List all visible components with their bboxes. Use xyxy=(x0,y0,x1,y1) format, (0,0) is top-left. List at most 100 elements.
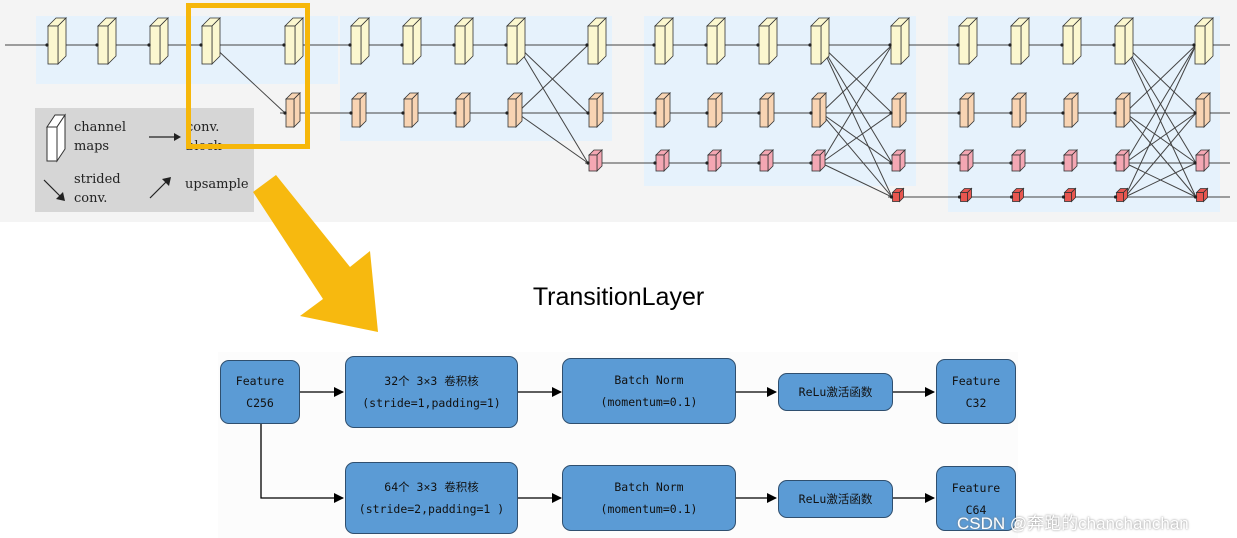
s4-r0-0 xyxy=(956,17,978,65)
s2-r0-3 xyxy=(504,17,526,65)
conv-32-node: 32个 3×3 卷积核 (stride=1,padding=1) xyxy=(345,356,518,428)
f4-r3 xyxy=(1193,187,1209,203)
s2-r1-2 xyxy=(453,92,471,128)
output2-feature-label: Feature xyxy=(951,480,1001,495)
s4-r1-0 xyxy=(957,92,975,128)
legend-channel-maps-line1: channel xyxy=(74,120,126,135)
output1-feature-label: Feature xyxy=(951,373,1001,388)
s4-r3-0 xyxy=(957,187,973,203)
legend-upsample-label: upsample xyxy=(185,177,249,192)
s4-r1-2 xyxy=(1061,92,1079,128)
s4-r1-3 xyxy=(1113,92,1131,128)
batch-norm-1-title: Batch Norm xyxy=(614,373,684,387)
channel-maps-legend-icon xyxy=(46,113,66,163)
s4-r1-1 xyxy=(1009,92,1027,128)
batch-norm-1-params: (momentum=0.1) xyxy=(600,395,698,409)
f3-r1 xyxy=(889,92,907,128)
upsample-arrow-icon xyxy=(149,177,171,199)
s4-r2-0 xyxy=(957,149,974,172)
input-channels-label: C256 xyxy=(246,396,274,410)
s3-r2-3 xyxy=(809,149,826,172)
transition-layer-highlight xyxy=(186,3,310,149)
relu-1-label: ReLu激活函数 xyxy=(798,385,873,399)
conv-64-title: 64个 3×3 卷积核 xyxy=(384,480,479,494)
conv-32-params: (stride=1,padding=1) xyxy=(362,396,501,410)
feature-c64-output-node: Feature C64 xyxy=(936,466,1016,531)
s1-block-0 xyxy=(45,17,67,65)
conv-32-title: 32个 3×3 卷积核 xyxy=(384,374,479,388)
relu-2-label: ReLu激活函数 xyxy=(798,492,873,506)
input-feature-label: Feature xyxy=(235,374,285,388)
batch-norm-2-title: Batch Norm xyxy=(614,480,684,494)
s3-r1-2 xyxy=(757,92,775,128)
f4-r0 xyxy=(1192,17,1214,65)
s3-r2-0 xyxy=(653,149,670,172)
s3-r2-1 xyxy=(705,149,722,172)
s4-r2-1 xyxy=(1009,149,1026,172)
s4-r3-3 xyxy=(1113,187,1129,203)
stage-3-background xyxy=(644,16,916,186)
conv-64-node: 64个 3×3 卷积核 (stride=2,padding=1 ) xyxy=(345,462,518,534)
t1-block xyxy=(283,92,301,128)
f3-r3 xyxy=(889,187,905,203)
s2-r0-2 xyxy=(452,17,474,65)
stage-4-background xyxy=(948,16,1220,212)
legend-channel-maps-line2: maps xyxy=(74,139,110,154)
big-down-arrow-icon xyxy=(253,175,378,332)
s4-r0-2 xyxy=(1060,17,1082,65)
arrow-input-to-conv2 xyxy=(260,424,344,503)
s4-r0-3 xyxy=(1112,17,1134,65)
s3-r1-1 xyxy=(705,92,723,128)
f2-r2 xyxy=(586,149,603,172)
conv-64-params: (stride=2,padding=1 ) xyxy=(358,502,505,516)
s2-r0-0 xyxy=(348,17,370,65)
s3-r0-0 xyxy=(652,17,674,65)
s4-r0-1 xyxy=(1008,17,1030,65)
legend-strided-conv-line1: strided xyxy=(74,172,121,187)
legend-conv-block-line1: conv. xyxy=(186,120,220,135)
batch-norm-1-node: Batch Norm (momentum=0.1) xyxy=(562,358,736,424)
s2-r1-1 xyxy=(401,92,419,128)
legend-channel-maps-label: channel maps xyxy=(74,118,126,156)
diagram-title: TransitionLayer xyxy=(532,283,705,311)
f4-r2 xyxy=(1193,149,1210,172)
s4-r3-2 xyxy=(1061,187,1077,203)
f2-r0 xyxy=(585,17,607,65)
s3-r1-0 xyxy=(653,92,671,128)
output2-channels-label: C64 xyxy=(965,502,987,517)
relu-1-node: ReLu激活函数 xyxy=(778,373,893,411)
strided-conv-arrow-icon xyxy=(43,179,65,201)
f4-r1 xyxy=(1193,92,1211,128)
legend: channel maps conv. block strided conv. u… xyxy=(35,108,254,212)
hrnet-architecture-panel: channel maps conv. block strided conv. u… xyxy=(0,0,1237,222)
output1-channels-label: C32 xyxy=(965,395,987,410)
f3-r0 xyxy=(888,17,910,65)
s4-r2-2 xyxy=(1061,149,1078,172)
s3-r0-1 xyxy=(704,17,726,65)
s3-r1-3 xyxy=(809,92,827,128)
stage-2-background xyxy=(340,16,612,141)
batch-norm-2-params: (momentum=0.1) xyxy=(600,502,698,516)
conv-block-arrow-icon xyxy=(149,133,181,141)
f2-r1 xyxy=(586,92,604,128)
s3-r0-2 xyxy=(756,17,778,65)
feature-c256-input-node: Feature C256 xyxy=(220,360,300,424)
legend-strided-conv-line2: conv. xyxy=(74,191,108,206)
s1-block-1 xyxy=(95,17,117,65)
watermark: CSDN @奔跑的chanchanchan xyxy=(957,514,1189,533)
s4-r2-3 xyxy=(1113,149,1130,172)
s1-block-2 xyxy=(147,17,169,65)
relu-2-node: ReLu激活函数 xyxy=(778,480,893,518)
legend-strided-conv-label: strided conv. xyxy=(74,170,121,208)
s2-r0-1 xyxy=(400,17,422,65)
s2-r1-3 xyxy=(505,92,523,128)
s3-r2-2 xyxy=(757,149,774,172)
batch-norm-2-node: Batch Norm (momentum=0.1) xyxy=(562,465,736,531)
s4-r3-1 xyxy=(1009,187,1025,203)
legend-conv-block-label: conv. block xyxy=(186,118,221,156)
hrnet-diagram xyxy=(5,16,1230,212)
s1-block-3 xyxy=(199,17,221,65)
s2-r1-0 xyxy=(349,92,367,128)
s3-r0-3 xyxy=(808,17,830,65)
